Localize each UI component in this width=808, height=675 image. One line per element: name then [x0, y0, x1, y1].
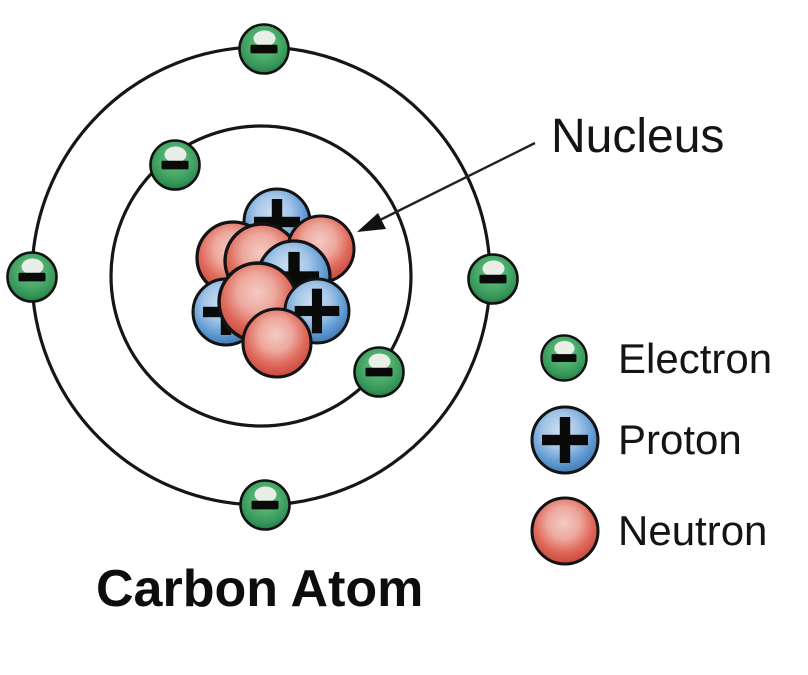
- legend-label-proton: Proton: [618, 416, 742, 463]
- electron-particle: [353, 346, 405, 398]
- neutron-particle: [241, 307, 313, 379]
- legend-proton-icon: [530, 405, 600, 475]
- electron-particle: [467, 253, 519, 305]
- arrowhead-icon: [357, 213, 386, 232]
- electron-particle: [239, 479, 291, 531]
- electron-particle: [238, 23, 290, 75]
- legend-neutron-icon: [530, 496, 600, 566]
- electron-particle: [149, 139, 201, 191]
- inner-electron-shell-orbit: [109, 124, 413, 428]
- legend-electron-icon: [540, 334, 588, 382]
- legend-label-electron: Electron: [618, 335, 773, 382]
- nucleus-cluster: [191, 187, 356, 379]
- legend-label-neutron: Neutron: [618, 507, 768, 554]
- nucleus-label: Nucleus: [551, 110, 725, 163]
- arrow-line: [379, 141, 536, 222]
- electron-particle: [6, 251, 58, 303]
- legend-icons: [530, 334, 600, 566]
- nucleus-arrow: [357, 141, 536, 232]
- diagram-title: Carbon Atom: [96, 560, 424, 618]
